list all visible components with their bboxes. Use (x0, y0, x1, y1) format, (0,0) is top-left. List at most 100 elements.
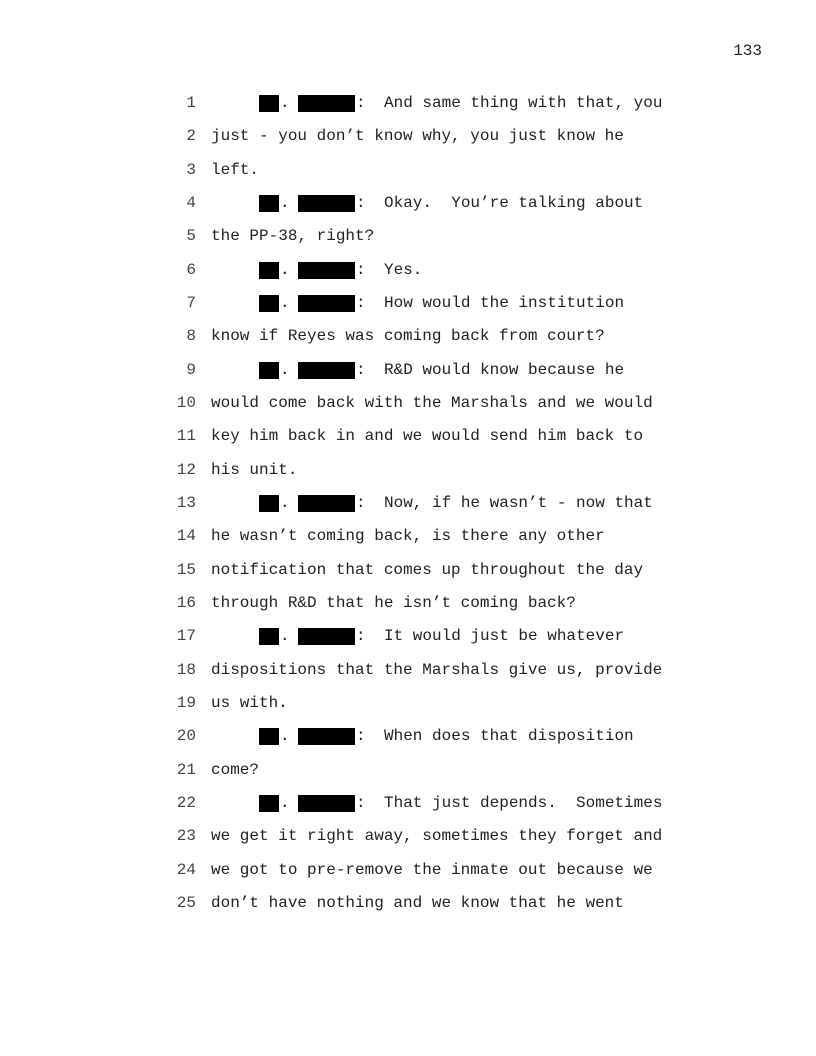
transcript-line: 8 know if Reyes was coming back from cour… (0, 327, 816, 347)
line-number: 14 (176, 527, 196, 546)
line-text: just - you don’t know why, you just know… (211, 127, 624, 146)
redacted-speaker-name (298, 294, 355, 312)
period: . (280, 360, 290, 379)
colon: : (356, 260, 366, 279)
line-number: 24 (176, 860, 196, 879)
redacted-title (259, 294, 279, 312)
transcript-line: 18 dispositions that the Marshals give us… (0, 661, 816, 681)
line-text: he wasn’t coming back, is there any othe… (211, 527, 605, 546)
transcript-line: 1.:And same thing with that, you (0, 94, 816, 114)
transcript-line: 20.: When does that disposition (0, 727, 816, 747)
redacted-title (259, 628, 279, 646)
transcript-line: 6.: Yes. (0, 261, 816, 281)
line-number: 4 (186, 193, 196, 212)
transcript-line: 15 notification that comes up throughout … (0, 561, 816, 581)
colon: : (356, 627, 366, 646)
redacted-title (259, 494, 279, 512)
redacted-speaker-name (298, 794, 355, 812)
line-number: 18 (176, 660, 196, 679)
transcript-line: 9.:R&D would know because he (0, 361, 816, 381)
line-number: 2 (186, 127, 196, 146)
colon: : (356, 193, 366, 212)
redacted-speaker-name (298, 194, 355, 212)
colon: : (356, 94, 366, 112)
line-number: 16 (176, 593, 196, 612)
period: . (280, 193, 290, 212)
colon: : (356, 727, 366, 746)
transcript-line: 5 the PP-38, right? (0, 227, 816, 247)
redacted-speaker-name (298, 261, 355, 279)
speaker-text: Now, if he wasn’t - now that (384, 493, 653, 512)
line-text: notification that comes up throughout th… (211, 560, 644, 579)
line-number: 3 (186, 160, 196, 179)
transcript-line: 24 we got to pre-remove the inmate out be… (0, 861, 816, 881)
transcript-line: 4.: Okay. You’re talking about (0, 194, 816, 214)
page-number: 133 (733, 42, 762, 60)
transcript-line: 3 left. (0, 161, 816, 181)
redacted-title (259, 95, 279, 112)
period: . (280, 293, 290, 312)
line-number: 11 (176, 427, 196, 446)
line-text: don’t have nothing and we know that he w… (211, 893, 624, 912)
redacted-title (259, 361, 279, 379)
transcript-line: 22.:That just depends. Sometimes (0, 794, 816, 814)
line-text: the PP-38, right? (211, 227, 375, 246)
line-text: know if Reyes was coming back from court… (211, 327, 605, 346)
line-number: 6 (186, 260, 196, 279)
period: . (280, 627, 290, 646)
transcript-line: 14 he wasn’t coming back, is there any ot… (0, 527, 816, 547)
line-number: 12 (176, 460, 196, 479)
speaker-text: How would the institution (384, 293, 625, 312)
redacted-title (259, 261, 279, 279)
line-number: 5 (186, 227, 196, 246)
period: . (280, 727, 290, 746)
redacted-title (259, 194, 279, 212)
period: . (280, 793, 290, 812)
line-text: left. (211, 160, 260, 179)
transcript-line: 11 key him back in and we would send him … (0, 427, 816, 447)
transcript-line: 17.: It would just be whatever (0, 627, 816, 647)
transcript-line: 16 through R&D that he isn’t coming back? (0, 594, 816, 614)
colon: : (356, 493, 366, 512)
line-number: 17 (176, 627, 196, 646)
line-text: we got to pre-remove the inmate out beca… (211, 860, 653, 879)
speaker-text: That just depends. Sometimes (384, 793, 663, 812)
speaker-text: R&D would know because he (384, 360, 625, 379)
colon: : (356, 293, 366, 312)
colon: : (356, 793, 366, 812)
line-number: 20 (176, 727, 196, 746)
line-text: dispositions that the Marshals give us, … (211, 660, 663, 679)
period: . (280, 493, 290, 512)
redacted-speaker-name (298, 494, 355, 512)
redacted-speaker-name (298, 628, 355, 646)
redacted-speaker-name (298, 361, 355, 379)
line-number: 7 (186, 293, 196, 312)
period: . (280, 260, 290, 279)
line-text: through R&D that he isn’t coming back? (211, 593, 576, 612)
line-text: us with. (211, 693, 288, 712)
speaker-text: Yes. (384, 260, 423, 279)
transcript-line: 7.: How would the institution (0, 294, 816, 314)
redacted-speaker-name (298, 728, 355, 746)
transcript-line: 13.:Now, if he wasn’t - now that (0, 494, 816, 514)
redacted-speaker-name (298, 95, 355, 112)
line-number: 1 (186, 94, 196, 112)
line-text: we get it right away, sometimes they for… (211, 827, 663, 846)
line-text: key him back in and we would send him ba… (211, 427, 644, 446)
line-text: would come back with the Marshals and we… (211, 393, 653, 412)
colon: : (356, 360, 366, 379)
line-text: his unit. (211, 460, 298, 479)
transcript-line: 12 his unit. (0, 461, 816, 481)
redacted-title (259, 728, 279, 746)
transcript-line: 2 just - you don’t know why, you just kno… (0, 127, 816, 147)
speaker-text: When does that disposition (384, 727, 634, 746)
speaker-text: It would just be whatever (384, 627, 625, 646)
speaker-text: Okay. You’re talking about (384, 193, 644, 212)
line-text: come? (211, 760, 260, 779)
line-number: 15 (176, 560, 196, 579)
line-number: 8 (186, 327, 196, 346)
